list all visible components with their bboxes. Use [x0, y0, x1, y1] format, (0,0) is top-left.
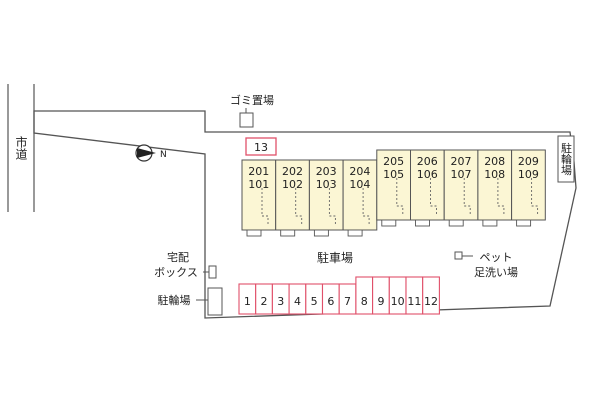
parking-label: 駐車場	[317, 250, 353, 265]
parking-space: 8	[355, 276, 374, 315]
unit-upper-number: 202	[282, 165, 303, 178]
bike-parking-right: 駐輪場	[557, 135, 575, 183]
garbage-label: ゴミ置場	[230, 93, 274, 107]
parking-space-label: 4	[294, 295, 301, 308]
unit-upper-number: 201	[248, 165, 269, 178]
road: 市道	[7, 84, 35, 212]
parking-space: 12	[422, 276, 440, 315]
parking-space: 11	[405, 276, 424, 315]
unit-lower-number: 105	[383, 168, 404, 181]
unit-lower-number: 101	[248, 178, 269, 191]
unit-upper-number: 209	[518, 155, 539, 168]
parking-space-13-label: 13	[254, 141, 268, 154]
north-label: N	[160, 150, 167, 160]
delivery-box: 宅配 ボックス	[154, 250, 217, 279]
parking-space-label: 2	[261, 295, 268, 308]
road-label: 市道	[14, 135, 28, 160]
unit-lower-number: 107	[451, 168, 472, 181]
bike-parking-right-label: 駐輪場	[560, 141, 573, 176]
compass: N	[135, 144, 167, 162]
unit-lower-number: 108	[484, 168, 505, 181]
unit-lower-number: 102	[282, 178, 303, 191]
parking-space-13: 13	[245, 137, 277, 156]
parking-space-label: 6	[327, 295, 334, 308]
delivery-label-line2: ボックス	[154, 266, 198, 279]
parking-space: 7	[338, 283, 357, 315]
unit-upper-number: 208	[484, 155, 505, 168]
parking-space: 3	[271, 283, 290, 315]
north-arrow-icon	[137, 148, 156, 158]
pet-foot-wash: ペット 足洗い場	[454, 251, 518, 279]
parking-space-label: 7	[344, 295, 351, 308]
unit-upper-number: 205	[383, 155, 404, 168]
unit-upper-number: 207	[451, 155, 472, 168]
parking-space: 2	[255, 283, 273, 315]
building-units: 2011012021022031032041042051052061062071…	[241, 149, 546, 237]
garbage-area: ゴミ置場	[230, 93, 274, 128]
parking-space-label: 8	[361, 295, 368, 308]
bike-parking-left-label: 駐輪場	[158, 293, 191, 307]
parking-space: 4	[288, 283, 307, 315]
parking-space: 9	[372, 276, 390, 315]
unit-upper-number: 203	[316, 165, 337, 178]
delivery-label-line1: 宅配	[167, 250, 189, 264]
parking-space: 10	[388, 276, 407, 315]
parking-space-label: 5	[311, 295, 318, 308]
parking-space-label: 11	[407, 295, 421, 308]
unit-lower-number: 106	[417, 168, 438, 181]
bike-parking-left: 駐輪場	[158, 287, 223, 316]
pet-label-line2: 足洗い場	[474, 266, 518, 279]
unit-upper-number: 206	[417, 155, 438, 168]
parking-space-label: 10	[391, 295, 405, 308]
unit-lower-number: 104	[349, 178, 370, 191]
parking-space: 6	[321, 283, 340, 315]
unit-lower-number: 103	[316, 178, 337, 191]
parking-space-label: 1	[244, 295, 251, 308]
parking-space-label: 9	[377, 295, 384, 308]
unit-upper-number: 204	[349, 165, 370, 178]
unit-lower-number: 109	[518, 168, 539, 181]
parking-space: 1	[238, 283, 257, 315]
parking-space-label: 12	[424, 295, 438, 308]
pet-label-line1: ペット	[480, 251, 513, 264]
parking-space-label: 3	[277, 295, 284, 308]
parking-space: 5	[305, 283, 324, 315]
